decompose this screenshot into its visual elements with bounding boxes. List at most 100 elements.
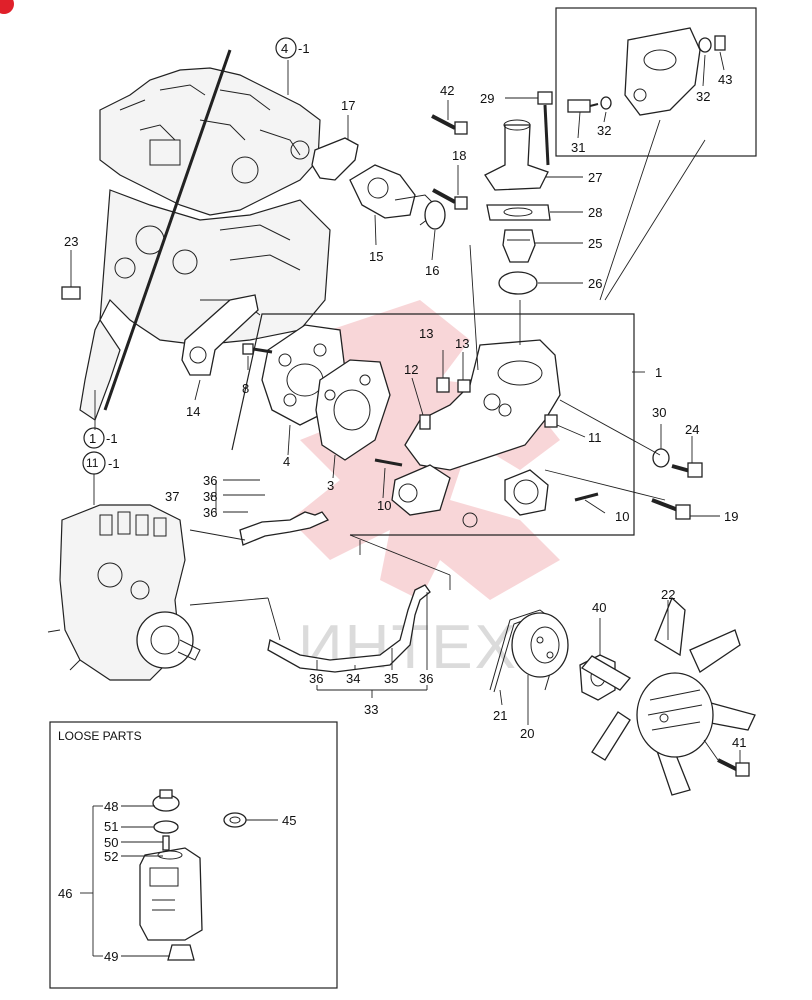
washer-30: [652, 448, 670, 468]
callout-22: 22: [661, 587, 675, 602]
seal-26: [498, 271, 538, 295]
callout-11: 11: [588, 430, 602, 445]
callout-14: 14: [186, 404, 200, 419]
pump-ref-suffix: -1: [108, 456, 120, 471]
bolt-18: [432, 188, 468, 210]
sender-31: [567, 99, 599, 113]
callout-29: 29: [480, 91, 494, 106]
water-pump-housing: [391, 339, 561, 528]
callout-26: 26: [588, 276, 602, 291]
plug-12: [419, 414, 431, 430]
callout-25: 25: [588, 236, 602, 251]
pipe-route: [189, 597, 269, 606]
callout-35: 35: [384, 671, 398, 686]
bolt-41: [717, 758, 750, 777]
thermostat-25: [502, 229, 536, 263]
callout-30: 30: [652, 405, 666, 420]
callout-19: 19: [724, 509, 738, 524]
pump-ref-num: 11: [86, 456, 99, 470]
connector-c: [559, 399, 661, 456]
bolt-8: [242, 343, 273, 355]
gasket-17: [311, 137, 359, 181]
stem-50: [162, 835, 170, 851]
block-ref-suffix: -1: [106, 431, 118, 446]
plug-11: [544, 414, 558, 428]
callout-48: 48: [104, 799, 118, 814]
callout-36c: 36: [309, 671, 323, 686]
callout-3: 3: [327, 478, 334, 493]
callout-21: 21: [493, 708, 507, 723]
callout-23: 23: [64, 234, 78, 249]
inj-line: [189, 529, 246, 541]
thermostat-cover-27: [484, 119, 549, 191]
head-ref-suffix: -1: [298, 41, 310, 56]
cap-48: [152, 789, 180, 812]
plug-13b: [457, 379, 471, 393]
callout-1: 1: [655, 365, 662, 380]
block-ref-circle: [83, 427, 105, 449]
plug-43: [714, 35, 726, 51]
plug-23: [61, 250, 81, 300]
inset-box: [555, 7, 757, 157]
gasket-16: [424, 200, 446, 230]
callout-33: 33: [364, 702, 378, 717]
hose-37: [239, 511, 330, 546]
callout-34: 34: [346, 671, 360, 686]
callout-40: 40: [592, 600, 606, 615]
callout-36d: 36: [419, 671, 433, 686]
callout-12: 12: [404, 362, 418, 377]
callout-13a: 13: [419, 326, 433, 341]
plug-13a: [436, 377, 450, 393]
callout-36b: 36: [203, 505, 217, 520]
bolt-24: [671, 462, 703, 478]
callout-32a: 32: [597, 123, 611, 138]
pin-10a: [374, 458, 403, 467]
callout-17: 17: [341, 98, 355, 113]
washer-32b: [698, 37, 712, 53]
ring-51: [153, 820, 179, 834]
loose-parts-title: LOOSE PARTS: [58, 729, 142, 743]
callout-50: 50: [104, 835, 118, 850]
washer-45: [223, 812, 247, 828]
callout-37: 37: [165, 489, 179, 504]
callout-36a: 36: [203, 473, 217, 488]
gasket-3: [315, 359, 391, 461]
head-ref-circle: [275, 37, 297, 59]
callout-28: 28: [588, 205, 602, 220]
callout-15: 15: [369, 249, 383, 264]
callout-41: 41: [732, 735, 746, 750]
pump-assembly-frame: [231, 313, 635, 536]
callout-13b: 13: [455, 336, 469, 351]
callout-32b: 32: [696, 89, 710, 104]
block-ref-num: 1: [89, 431, 96, 446]
callout-49: 49: [104, 949, 118, 964]
callout-42: 42: [440, 83, 454, 98]
cap-49: [167, 944, 195, 961]
gasket-28: [486, 204, 551, 221]
callout-31: 31: [571, 140, 585, 155]
pipe-34: [267, 584, 431, 673]
bolt-42: [431, 114, 468, 135]
connector-d: [544, 469, 666, 501]
callout-8: 8: [242, 381, 249, 396]
callout-24: 24: [685, 422, 699, 437]
bolt-19: [651, 498, 691, 520]
callout-10b: 10: [615, 509, 629, 524]
pulley-20: [511, 612, 569, 678]
washer-32a: [600, 96, 612, 110]
callout-20: 20: [520, 726, 534, 741]
callout-27: 27: [588, 170, 602, 185]
tank-46: [139, 847, 203, 941]
callout-45: 45: [282, 813, 296, 828]
injection-pump: [47, 504, 201, 681]
fan-22: [581, 596, 756, 796]
callout-18: 18: [452, 148, 466, 163]
cylinder-block: [79, 189, 331, 421]
loose-parts-box: [49, 721, 338, 989]
bolt-29: [537, 91, 553, 166]
callout-43: 43: [718, 72, 732, 87]
callout-16: 16: [425, 263, 439, 278]
callout-10a: 10: [377, 498, 391, 513]
thermo-housing: [624, 27, 701, 116]
